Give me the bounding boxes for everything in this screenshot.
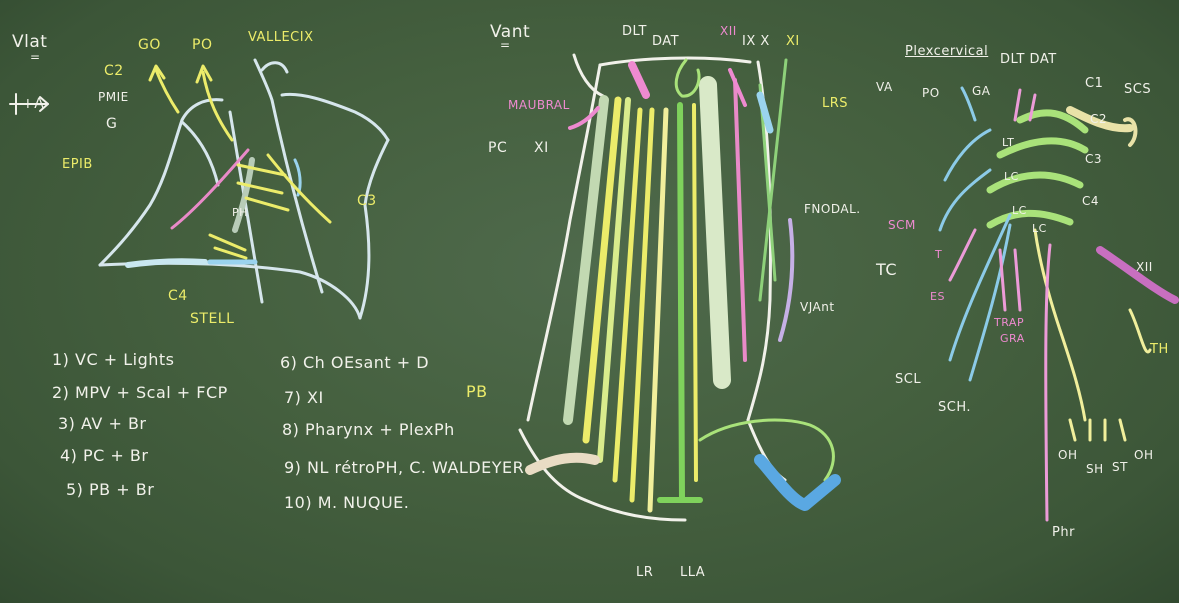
label-scm: SCM	[888, 218, 916, 232]
label-xii: XII	[1136, 260, 1153, 274]
label-go: GO	[138, 37, 161, 53]
label-c4: C4	[1082, 194, 1099, 208]
label-xii: XII	[720, 24, 737, 38]
label-ga: GA	[972, 84, 991, 98]
list-item: 4) PC + Br	[60, 446, 148, 465]
label-epib: EPIB	[62, 157, 93, 172]
label-c2: C2	[104, 63, 124, 79]
label-vjant: VJAnt	[800, 300, 835, 314]
label-xi-top: XI	[786, 34, 800, 49]
side-arrow-label: +A	[22, 96, 44, 112]
list-item: 2) MPV + Scal + FCP	[52, 383, 228, 402]
label-lrs: LRS	[822, 96, 848, 111]
list-item: 8) Pharynx + PlexPh	[282, 420, 455, 439]
label-sch: SCH.	[938, 400, 971, 415]
vant-title-mark: =	[500, 38, 511, 52]
label-lt: LT	[1002, 136, 1014, 149]
list-item: 9) NL rétroPH, C. WALDEYER	[284, 458, 524, 477]
list-item: 1) VC + Lights	[52, 350, 174, 369]
label-vallecix: VALLECIX	[248, 30, 313, 45]
label-st: ST	[1112, 460, 1128, 474]
label-sh: SH	[1086, 462, 1104, 476]
label-g: G	[106, 116, 117, 132]
vlat-title: Vlat	[12, 32, 47, 52]
label-scs: SCS	[1124, 82, 1151, 97]
label-gra: GRA	[1000, 332, 1025, 345]
label-lc1: LC	[1004, 170, 1019, 183]
label-xi-left: XI	[534, 140, 549, 156]
label-t: T	[935, 248, 942, 261]
label-lla: LLA	[680, 565, 705, 580]
label-es: ES	[930, 290, 945, 303]
label-trap: TRAP	[994, 316, 1024, 329]
label-dlt-dat: DLT DAT	[1000, 52, 1057, 67]
label-dat: DAT	[652, 34, 679, 49]
list-item: 10) M. NUQUE.	[284, 493, 409, 512]
label-oh2: OH	[1134, 448, 1153, 462]
label-va: VA	[876, 80, 893, 94]
label-dlt: DLT	[622, 24, 647, 39]
label-lc3: LC	[1032, 222, 1047, 235]
list-item: 7) XI	[284, 388, 324, 407]
list-item: 3) AV + Br	[58, 414, 147, 433]
anterior-neck-strap-muscles	[568, 60, 786, 510]
label-pc: PC	[488, 140, 507, 156]
label-oh1: OH	[1058, 448, 1077, 462]
label-pmie: PMIE	[98, 90, 129, 104]
plexus-title: Plexcervical	[905, 44, 988, 59]
label-c4: C4	[168, 288, 188, 304]
label-lc2: LC	[1012, 204, 1027, 217]
label-ix-x: IX X	[742, 34, 770, 49]
label-phr: Phr	[1052, 525, 1075, 540]
label-po: PO	[192, 37, 212, 53]
label-th: TH	[1150, 342, 1169, 357]
label-po: PO	[922, 86, 940, 100]
label-stell: STELL	[190, 311, 234, 327]
label-pb: PB	[466, 382, 488, 401]
list-item: 5) PB + Br	[66, 480, 154, 499]
label-scl: SCL	[895, 372, 921, 387]
label-tc: TC	[876, 260, 897, 279]
label-c1: C1	[1085, 76, 1103, 91]
label-c3: C3	[1085, 152, 1102, 166]
label-maubral: MAUBRAL	[508, 98, 570, 112]
list-item: 6) Ch OEsant + D	[280, 353, 429, 372]
label-fnodal: FNODAL.	[804, 202, 861, 216]
lateral-neck-color	[128, 150, 330, 265]
label-ph: PH	[232, 206, 248, 219]
label-lr: LR	[636, 565, 653, 580]
label-c2: C2	[1090, 112, 1107, 126]
cervical-plexus-branches	[940, 88, 1050, 520]
label-c3: C3	[357, 193, 377, 209]
vlat-title-mark: =	[30, 50, 41, 64]
